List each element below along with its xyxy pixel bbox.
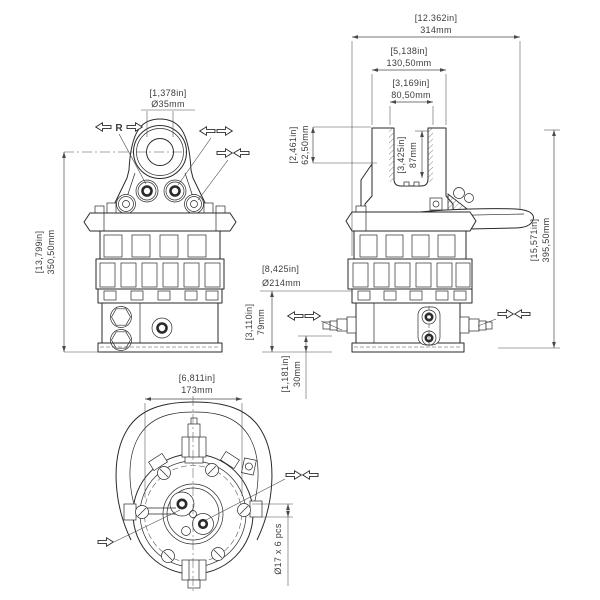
flow-arrow-left-icon — [95, 122, 112, 132]
front-valve-block — [97, 302, 223, 353]
flow-arrow-left-icon — [514, 309, 531, 319]
right-fitting — [459, 316, 493, 334]
front-rib-band — [99, 230, 221, 260]
dim-front-height-mm: 350,50mm — [46, 230, 56, 275]
flow-arrow-right-icon — [97, 537, 114, 547]
port-hole — [169, 491, 195, 517]
front-top-flange — [83, 212, 237, 232]
bottom-view — [115, 396, 273, 594]
dim-flange-width-in: [6,811in] — [179, 373, 216, 383]
front-view — [64, 118, 237, 353]
bottom-hex-fitting — [181, 559, 207, 589]
dim-pin-boss-in: [2,461in] — [288, 126, 298, 163]
dim-side-height-mm: 395,50mm — [541, 218, 551, 263]
side-view — [322, 127, 534, 353]
flow-arrow-right-icon — [497, 309, 514, 319]
flange-screws — [135, 463, 251, 563]
front-tab-ring — [97, 288, 223, 304]
fork-face-hatch — [389, 128, 394, 182]
dim-body-dia-in: [8,425in] — [262, 264, 299, 274]
flow-arrow-right-icon — [285, 470, 302, 480]
flow-arrow-right-icon — [304, 311, 321, 321]
dim-pin-hole-in: [1,378in] — [149, 88, 186, 98]
dim-fork-depth-mm: 87mm — [408, 142, 418, 168]
dim-side-height-in: [15,571in] — [529, 219, 539, 262]
dim-pin-boss-mm: 62,50mm — [300, 125, 310, 165]
dim-bolt-holes: Ø17 x 6 pcs — [273, 523, 283, 575]
dim-body-dia-mm: Ø214mm — [262, 278, 301, 288]
hex-bolt — [111, 331, 131, 349]
dim-overall-width-mm: 314mm — [420, 25, 452, 35]
side-top-flange — [345, 211, 477, 232]
flow-annotations: R — [95, 122, 531, 547]
flow-arrow-left-icon — [287, 311, 304, 321]
dim-fork-inner-in: [3,169in] — [392, 78, 429, 88]
dim-overall-width-in: [12.362in] — [415, 13, 458, 23]
rotation-label: R — [115, 123, 123, 134]
grease-nipple — [464, 193, 474, 203]
dimensions: [1,378in] Ø35mm [13,799in] 350,50mm [12.… — [34, 13, 560, 586]
dim-port-offset-mm: 30mm — [292, 361, 302, 387]
dim-pin-hole-mm: Ø35mm — [151, 99, 185, 109]
fork-face-hatch — [428, 128, 433, 182]
dim-fork-outer-mm: 130,50mm — [387, 58, 432, 68]
shackle-outline — [115, 401, 273, 541]
flow-arrow-right-icon — [216, 126, 233, 136]
flow-arrow-left-icon — [233, 148, 250, 158]
dim-block-height-in: [3,110in] — [244, 304, 254, 341]
dim-front-height-in: [13,799in] — [34, 231, 44, 274]
top-hex-fitting — [181, 417, 207, 458]
side-ring-band — [347, 258, 473, 290]
flow-arrow-right-icon — [216, 148, 233, 158]
dim-flange-width-mm: 173mm — [181, 385, 213, 395]
front-ring-band — [95, 258, 225, 290]
side-rib-band — [353, 230, 467, 260]
dim-block-height-mm: 79mm — [256, 309, 266, 335]
dim-fork-inner-mm: 80,50mm — [391, 90, 431, 100]
dim-port-offset-in: [1,181in] — [280, 355, 290, 392]
flow-arrow-left-icon — [302, 470, 319, 480]
dim-fork-outer-in: [5,138in] — [390, 46, 427, 56]
flow-arrow-left-icon — [199, 126, 216, 136]
side-valve-block — [322, 302, 493, 353]
dim-fork-depth-in: [3,425in] — [396, 136, 406, 173]
side-tab-ring — [351, 288, 473, 304]
left-fitting — [322, 316, 357, 334]
hex-bolt — [111, 308, 131, 326]
grease-nipple — [453, 187, 465, 199]
